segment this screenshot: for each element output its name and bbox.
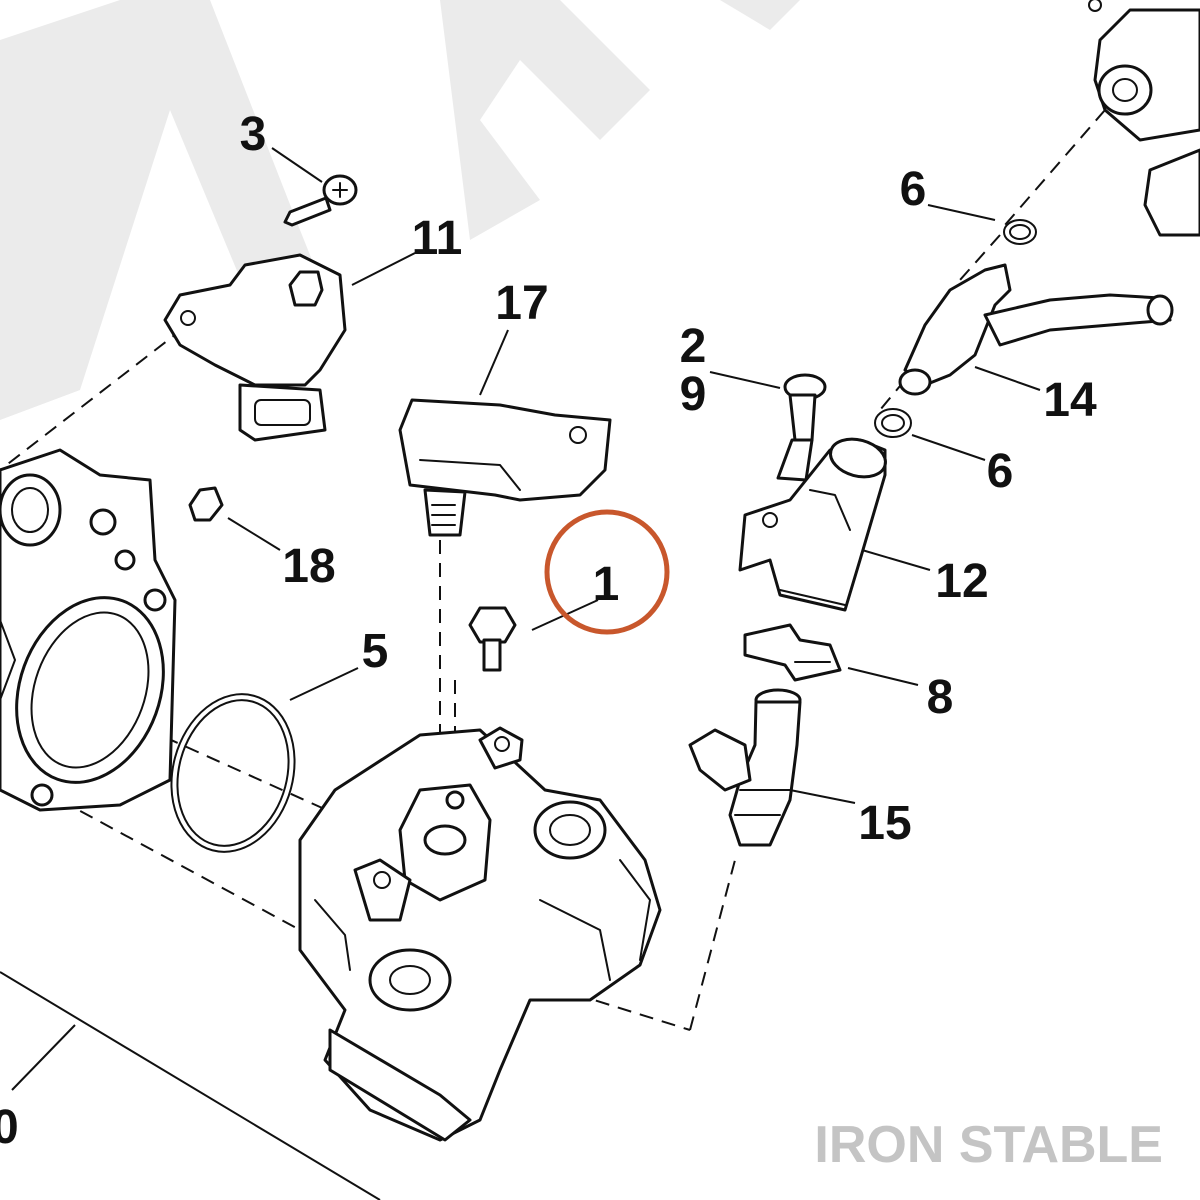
callout-8: 8 bbox=[927, 671, 954, 724]
callout-6-bottom: 6 bbox=[987, 445, 1014, 498]
callout-3: 3 bbox=[240, 108, 267, 161]
background-watermark bbox=[0, 0, 800, 420]
fitting-top-right bbox=[1088, 0, 1200, 237]
callout-11: 11 bbox=[412, 212, 463, 265]
callout-2: 2 bbox=[680, 320, 707, 373]
o-ring-gasket bbox=[170, 693, 296, 853]
callout-18: 18 bbox=[282, 540, 335, 593]
callout-17: 17 bbox=[495, 277, 548, 330]
callout-15: 15 bbox=[858, 797, 911, 850]
callout-5: 5 bbox=[362, 625, 389, 678]
callout-14: 14 bbox=[1043, 374, 1097, 427]
bolt-part-1 bbox=[468, 606, 517, 672]
cap-part-18 bbox=[188, 486, 224, 522]
brand-watermark-text: IRON STABLE bbox=[814, 1116, 1163, 1174]
callout-12: 12 bbox=[935, 555, 988, 608]
fuel-connector-part-12 bbox=[738, 437, 887, 612]
throttle-body-left bbox=[0, 448, 177, 812]
fuel-line-part-14 bbox=[874, 219, 1174, 438]
injector-part-15 bbox=[688, 688, 802, 847]
callout-labels: 1 2 3 5 6 6 8 9 11 12 14 15 17 18 0 bbox=[0, 108, 1097, 1154]
leader-lines bbox=[0, 147, 1041, 1200]
callout-edge-partial: 0 bbox=[0, 1101, 19, 1154]
callout-6-top: 6 bbox=[900, 163, 927, 216]
clip-part-8 bbox=[743, 623, 842, 682]
callout-9: 9 bbox=[680, 368, 707, 421]
bolt-part-9 bbox=[776, 373, 827, 482]
screw-part-3 bbox=[283, 174, 358, 227]
sensor-part-17 bbox=[398, 398, 612, 537]
highlight-circle bbox=[544, 509, 670, 635]
intake-manifold bbox=[298, 726, 662, 1142]
callout-1: 1 bbox=[593, 558, 620, 611]
sensor-part-11 bbox=[163, 253, 347, 442]
